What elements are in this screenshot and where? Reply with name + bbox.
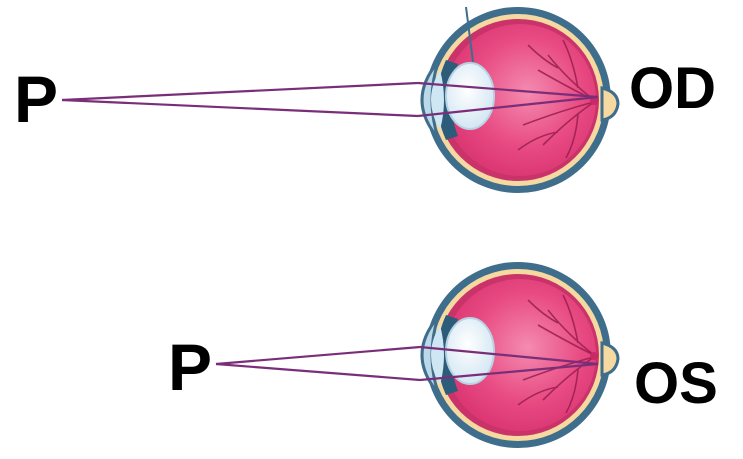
bottom-ray-upper [216,347,420,364]
bottom-point-label: P [168,334,212,400]
eye-os-icon [422,262,618,448]
top-point-label: P [14,66,58,132]
top-ray-lower [62,100,418,116]
bottom-ray-lower [216,364,420,380]
left-eye-label: OS [634,355,718,413]
eye-od-icon [422,7,618,193]
top-ray-upper [62,83,418,100]
right-eye-label: OD [629,60,716,118]
